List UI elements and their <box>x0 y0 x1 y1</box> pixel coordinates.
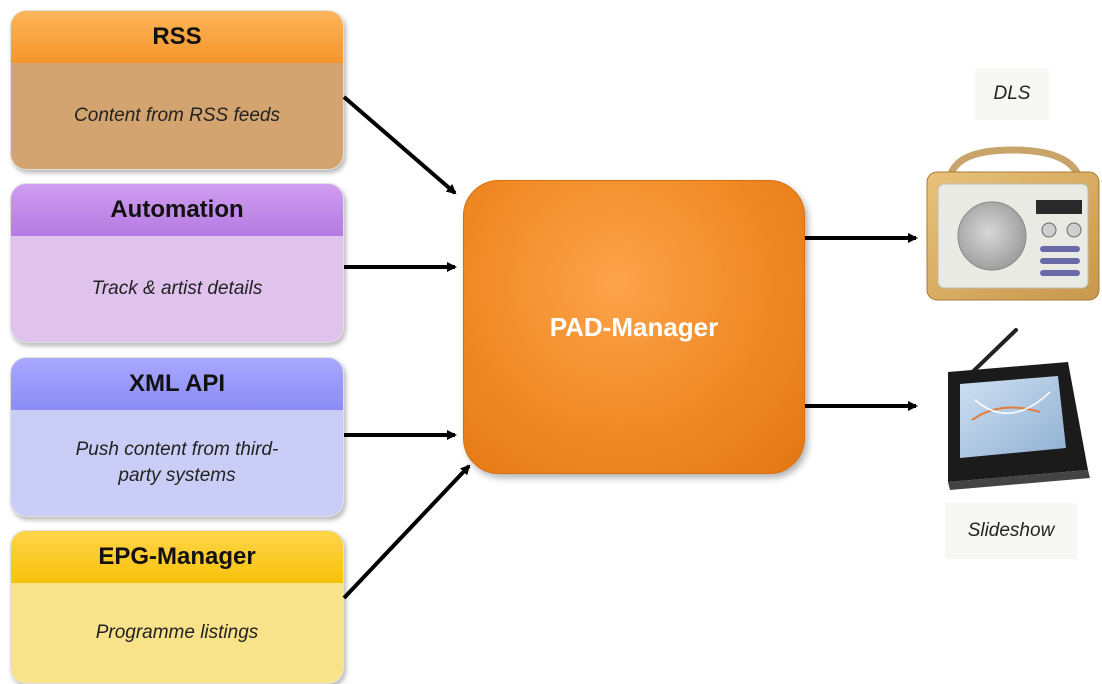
epg-manager-box: EPG-Manager Programme listings <box>10 530 344 684</box>
dls-label: DLS <box>975 68 1049 120</box>
arrow-rss-to-pad <box>342 95 457 195</box>
automation-box: Automation Track & artist details <box>10 183 344 343</box>
xml-api-title: XML API <box>11 358 343 410</box>
radio-icon <box>926 146 1100 301</box>
arrow-epg-to-pad <box>342 464 471 600</box>
pad-manager-title: PAD-Manager <box>549 311 719 342</box>
epg-manager-description: Programme listings <box>11 583 343 683</box>
epg-manager-title: EPG-Manager <box>11 531 343 583</box>
automation-description: Track & artist details <box>11 236 343 342</box>
automation-title: Automation <box>11 184 343 236</box>
rss-box: RSS Content from RSS feeds <box>10 10 344 170</box>
slideshow-label: Slideshow <box>945 503 1077 559</box>
pad-manager-box: PAD-Manager <box>463 180 805 474</box>
rss-title: RSS <box>11 11 343 63</box>
xml-api-box: XML API Push content from third-party sy… <box>10 357 344 517</box>
xml-api-description: Push content from third-party systems <box>11 410 343 516</box>
rss-description: Content from RSS feeds <box>11 63 343 169</box>
touchscreen-icon <box>948 328 1090 490</box>
